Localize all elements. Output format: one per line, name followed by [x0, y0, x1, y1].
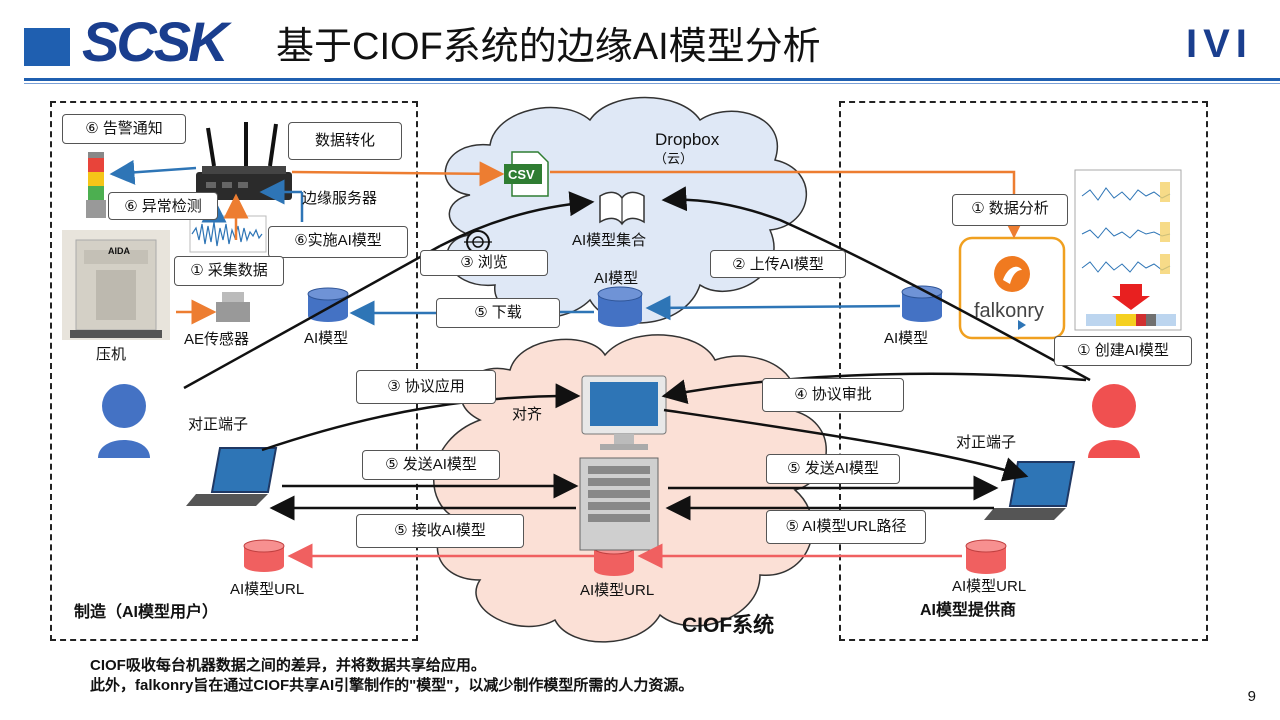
step-agreement-approve: ④ 协议审批: [762, 378, 904, 412]
dropbox-sub-label: （云）: [654, 151, 694, 166]
step-send-model-right: ⑤ 发送AI模型: [766, 454, 900, 484]
scsk-logo: SCSK: [82, 10, 229, 73]
url-db-icon-right: [965, 539, 1007, 574]
book-icon: [599, 191, 645, 226]
url-db-icon-center: [593, 541, 635, 576]
terminal-left-label: 对正端子: [188, 416, 249, 433]
monitor-icon: [581, 375, 667, 450]
csv-label: CSV: [508, 167, 535, 182]
ai-model-left-label: AI模型: [304, 330, 349, 347]
ciof-system-label: CIOF系统: [682, 614, 775, 637]
step-browse: ③ 浏览: [420, 250, 548, 276]
provider-zone-label: AI模型提供商: [920, 602, 1017, 619]
step-agreement-apply: ③ 协议应用: [356, 370, 496, 404]
press-machine-image: [62, 230, 170, 340]
stack-light-icon: [86, 152, 106, 218]
footer-line-2: 此外，falkonry旨在通过CIOF共享AI引擎制作的"模型"，以减少制作模型…: [90, 677, 694, 694]
csv-file-icon: [504, 151, 549, 197]
url-db-icon-left: [243, 539, 285, 572]
step-anomaly-detect: ⑥ 异常检测: [108, 192, 218, 220]
dropbox-label: Dropbox: [655, 130, 720, 149]
ai-model-set-label: AI模型集合: [572, 232, 647, 249]
edge-server-icon: [196, 122, 292, 200]
provider-zone: [839, 101, 1208, 641]
ai-model-right-label: AI模型: [884, 330, 929, 347]
step-download: ⑤ 下载: [436, 298, 560, 328]
user-left-icon: [98, 384, 150, 458]
step-data-analysis: ① 数据分析: [952, 194, 1068, 226]
waveform-icon: [189, 215, 267, 253]
user-right-icon: [1088, 384, 1140, 458]
header-rule-thin: [24, 83, 1280, 84]
step-create-model: ① 创建AI模型: [1054, 336, 1192, 366]
server-tower-icon: [579, 457, 659, 551]
step-implement-model: ⑥实施AI模型: [268, 226, 408, 258]
ae-sensor-label: AE传感器: [184, 331, 250, 348]
edge-server-label: 边缘服务器: [302, 190, 378, 207]
step-send-model-left: ⑤ 发送AI模型: [362, 450, 500, 480]
url-right-label: AI模型URL: [952, 578, 1027, 595]
header-rule: [24, 78, 1280, 81]
falkonry-label: falkonry: [974, 300, 1045, 322]
falkonry-logo: [958, 236, 1066, 340]
align-label: 对齐: [512, 406, 543, 423]
step-model-url-path: ⑤ AI模型URL路径: [766, 510, 926, 544]
ivi-logo: IVI: [1186, 22, 1253, 66]
analysis-graph-panel: [1074, 169, 1182, 331]
terminal-right-label: 对正端子: [956, 434, 1017, 451]
page-title: 基于CIOF系统的边缘AI模型分析: [276, 26, 821, 68]
ai-model-cloud-label: AI模型: [594, 270, 639, 287]
step-collect-data: ① 采集数据: [174, 256, 284, 286]
header-square: [24, 28, 70, 66]
ae-sensor-icon: [216, 292, 250, 322]
db-icon-cloud: [597, 286, 643, 327]
url-center-label: AI模型URL: [580, 582, 655, 599]
footer-line-1: CIOF吸收每台机器数据之间的差异，并将数据共享给应用。: [90, 657, 486, 674]
laptop-left-icon: [186, 447, 278, 506]
laptop-right-icon: [984, 461, 1076, 520]
aida-label: AIDA: [108, 246, 130, 256]
db-icon-right: [901, 285, 943, 322]
step-data-convert: 数据转化: [288, 122, 402, 160]
step-alert-notify: ⑥ 告警通知: [62, 114, 186, 144]
url-left-label: AI模型URL: [230, 581, 305, 598]
step-receive-model: ⑤ 接收AI模型: [356, 514, 524, 548]
manufacturing-zone-label: 制造（AI模型用户）: [74, 604, 219, 621]
page-number: 9: [1247, 688, 1256, 705]
step-upload-model: ② 上传AI模型: [710, 250, 846, 278]
press-label: 压机: [96, 346, 127, 363]
